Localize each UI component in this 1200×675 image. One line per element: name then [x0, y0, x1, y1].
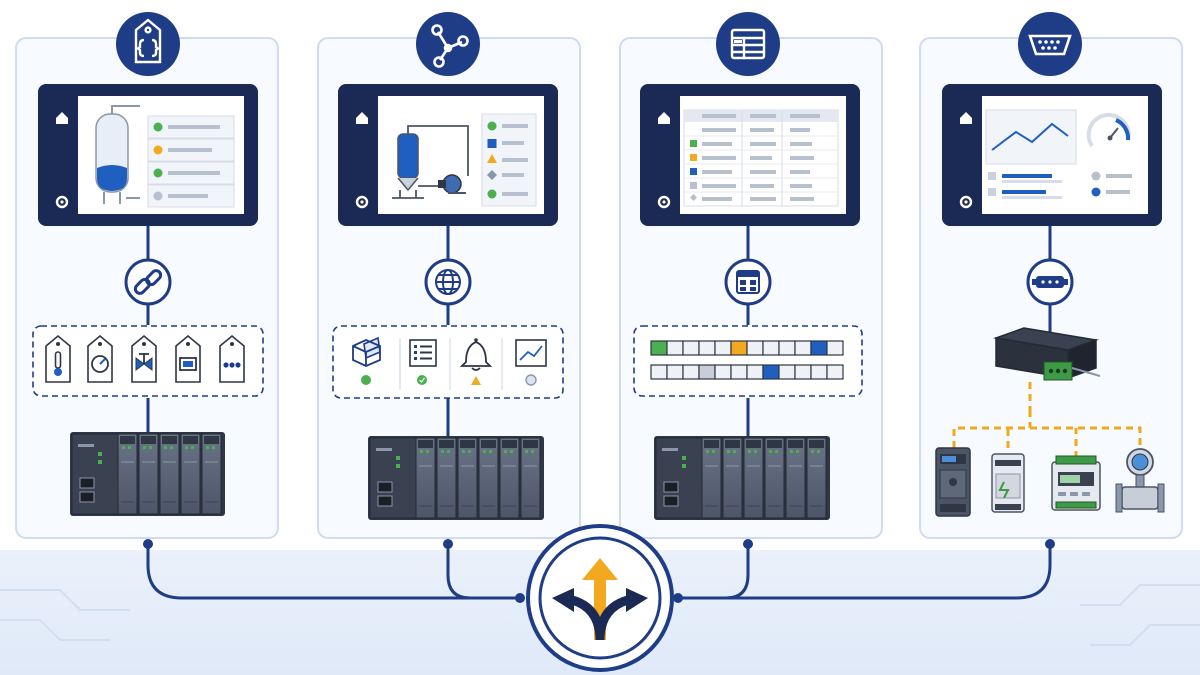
hmi-screen-opcua[interactable]: [338, 84, 558, 226]
drive-device[interactable]: [935, 447, 971, 517]
serial-port-icon: [1028, 34, 1072, 56]
connector-serial[interactable]: [1026, 258, 1074, 306]
gauge-tag-icon[interactable]: [91, 342, 109, 373]
network-nodes-icon: [431, 24, 469, 68]
gear-icon[interactable]: [959, 195, 973, 209]
trend-gauge-view: [985, 109, 1132, 199]
power-supply-device[interactable]: [991, 453, 1025, 513]
tank-graphic: [95, 105, 140, 204]
home-icon[interactable]: [960, 112, 972, 124]
register-strip-1[interactable]: [650, 340, 844, 356]
object-model-row: [332, 325, 564, 399]
meter-device[interactable]: [1051, 455, 1101, 511]
home-icon[interactable]: [56, 112, 68, 124]
circuit-decor: [0, 584, 1200, 646]
home-icon[interactable]: [658, 112, 670, 124]
plc-rack-tags[interactable]: [70, 432, 225, 516]
valve-tag-icon[interactable]: [135, 342, 153, 371]
process-flow-list: [481, 113, 537, 207]
register-strip-2[interactable]: [650, 364, 844, 380]
route-dots: [143, 539, 1055, 603]
gear-icon[interactable]: [355, 195, 369, 209]
trend-chart-icon[interactable]: [515, 339, 547, 386]
gear-icon[interactable]: [657, 195, 671, 209]
hmi-screen-registers[interactable]: [640, 84, 860, 226]
register-strip: [633, 325, 863, 397]
process-flow-graphic: [392, 125, 469, 199]
hub[interactable]: [526, 524, 674, 672]
hmi-screen-serial[interactable]: [942, 84, 1162, 226]
list-icon[interactable]: [409, 339, 437, 385]
tank-status-list: [147, 115, 235, 208]
vertical-connectors: [146, 225, 1052, 437]
flowmeter-device[interactable]: [1115, 448, 1165, 513]
hub-routing: [146, 544, 1052, 600]
link-icon: [133, 269, 163, 295]
alarm-bell-icon[interactable]: [459, 338, 493, 385]
globe-icon: [435, 269, 461, 295]
register-table: [683, 109, 839, 207]
connector-opcua[interactable]: [424, 258, 472, 306]
split-arrows-icon: [552, 558, 648, 641]
home-icon[interactable]: [356, 112, 368, 124]
serial-connector-icon: [1032, 276, 1068, 288]
gear-icon[interactable]: [55, 195, 69, 209]
table-grid-icon: [730, 28, 766, 60]
connector-registers[interactable]: [724, 258, 772, 306]
plc-rack-opcua[interactable]: [368, 436, 544, 520]
badge-tags[interactable]: [116, 12, 180, 76]
fieldbus-wiring: [952, 382, 1142, 458]
temperature-tag-icon[interactable]: [54, 342, 62, 376]
badge-opcua[interactable]: [416, 12, 480, 76]
badge-serial[interactable]: [1018, 12, 1082, 76]
module-tag-icon[interactable]: [179, 342, 197, 371]
hmi-screen-tags[interactable]: [38, 84, 258, 226]
serial-gateway[interactable]: [993, 327, 1101, 381]
tag-braces-icon: [134, 18, 162, 64]
connector-tags[interactable]: [124, 258, 172, 306]
tag-row: [32, 325, 264, 397]
plc-racks: [70, 432, 830, 520]
plc-rack-registers[interactable]: [654, 436, 830, 520]
badge-registers[interactable]: [716, 12, 780, 76]
more-tag-icon[interactable]: [223, 342, 241, 368]
table-icon: [736, 270, 760, 294]
object-cube-icon[interactable]: [352, 336, 381, 385]
